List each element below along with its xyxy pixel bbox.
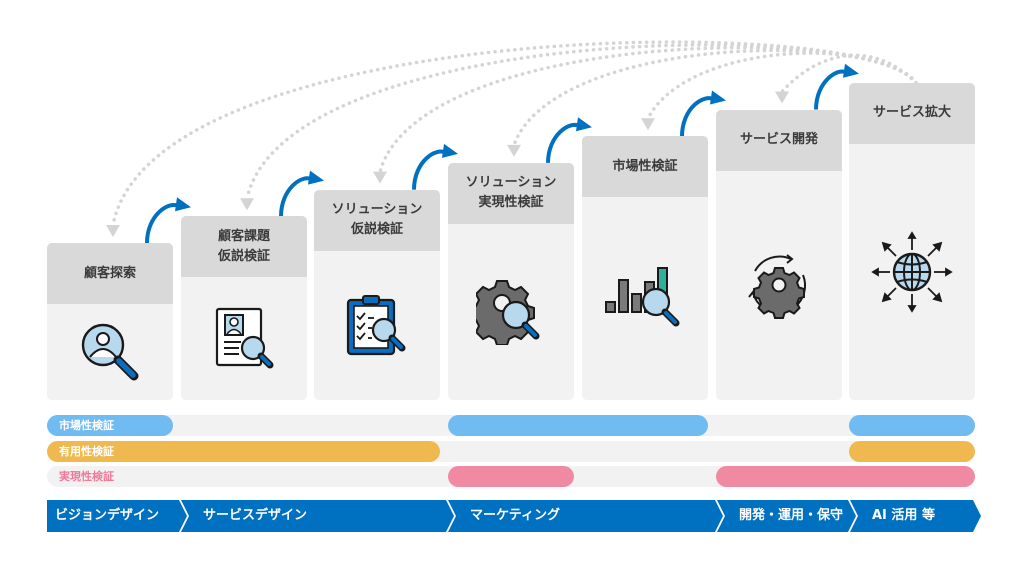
stage-title: 顧客課題 仮説検証 [181, 216, 307, 278]
gear-search-icon [448, 279, 574, 345]
phase-chevron[interactable] [47, 500, 187, 532]
track-label-feasibility: 実現性検証 [59, 470, 114, 483]
stage-title: 顧客探索 [47, 243, 173, 304]
track-segment [849, 415, 975, 436]
profile-document-search-icon [181, 306, 307, 372]
track-usefulness: 有用性検証 [47, 441, 975, 462]
phase-ai-utilization[interactable]: AI 活用 等 [872, 508, 935, 523]
stage-title: サービス開発 [716, 109, 842, 171]
stage-card-service-development[interactable]: サービス開発 [716, 109, 842, 400]
stage-title: ソリューション 仮説検証 [314, 189, 440, 251]
phase-chevron[interactable] [181, 500, 454, 532]
customer-search-icon [47, 319, 173, 385]
clipboard-checklist-search-icon [314, 292, 440, 358]
phase-marketing[interactable]: マーケティング [470, 508, 560, 523]
phase-dev-ops-maintenance[interactable]: 開発・運用・保守 [739, 508, 844, 523]
gear-cycle-icon [716, 245, 842, 325]
track-segment [47, 415, 173, 436]
stage-card-solution-hypothesis[interactable]: ソリューション 仮説検証 [314, 189, 440, 400]
stage-title: サービス拡大 [849, 82, 975, 144]
phase-service-design[interactable]: サービスデザイン [203, 508, 308, 523]
phase-vision-design[interactable]: ビジョンデザイン [55, 508, 160, 523]
phase-chevron[interactable] [850, 500, 981, 532]
track-segment [448, 466, 574, 487]
track-label-usefulness: 有用性検証 [59, 445, 114, 458]
stage-title: ソリューション 実現性検証 [448, 162, 574, 224]
track-segment [47, 441, 440, 462]
track-feasibility: 実現性検証 [47, 466, 975, 487]
phase-chevron[interactable] [717, 500, 856, 532]
globe-expand-icon [849, 224, 975, 320]
stage-card-customer-problem-hypothesis[interactable]: 顧客課題 仮説検証 [181, 216, 307, 400]
track-label-market: 市場性検証 [59, 419, 114, 432]
track-segment [448, 415, 708, 436]
stage-title: 市場性検証 [582, 136, 708, 198]
bar-chart-search-icon [582, 266, 708, 332]
stage-card-solution-feasibility[interactable]: ソリューション 実現性検証 [448, 162, 574, 400]
stage-card-market-validation[interactable]: 市場性検証 [582, 136, 708, 400]
track-market: 市場性検証 [47, 415, 975, 436]
phase-chevron[interactable] [448, 500, 723, 532]
track-segment [849, 441, 975, 462]
track-segment [716, 466, 975, 487]
stage-card-customer-discovery[interactable]: 顧客探索 [47, 243, 173, 400]
stage-card-service-expansion[interactable]: サービス拡大 [849, 82, 975, 400]
